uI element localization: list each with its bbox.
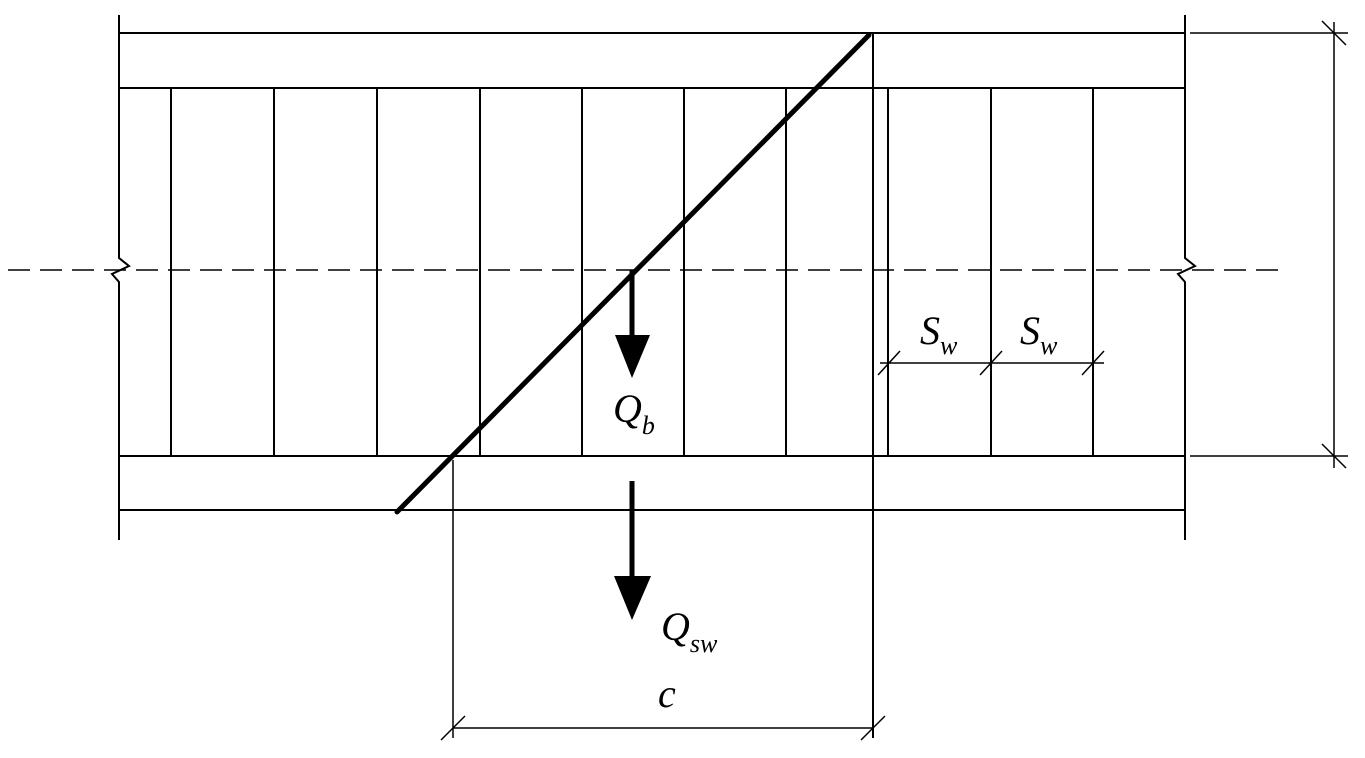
label-qb: Qb [613,386,655,440]
right-break-line [1176,15,1197,540]
dimension-height [1190,20,1348,469]
dimension-c [440,460,886,741]
beam-right-section [872,15,1197,738]
left-break-line [110,15,131,540]
label-sw-2: Sw [1020,308,1058,360]
label-qsw: Qsw [661,604,718,658]
label-c: c [658,671,676,716]
stirrups [170,88,1094,456]
label-sw-1: Sw [920,308,958,360]
force-arrow-qb [615,270,650,378]
force-arrow-qsw [614,481,651,620]
beam-left-section [110,15,873,540]
dimension-sw [877,350,1105,376]
